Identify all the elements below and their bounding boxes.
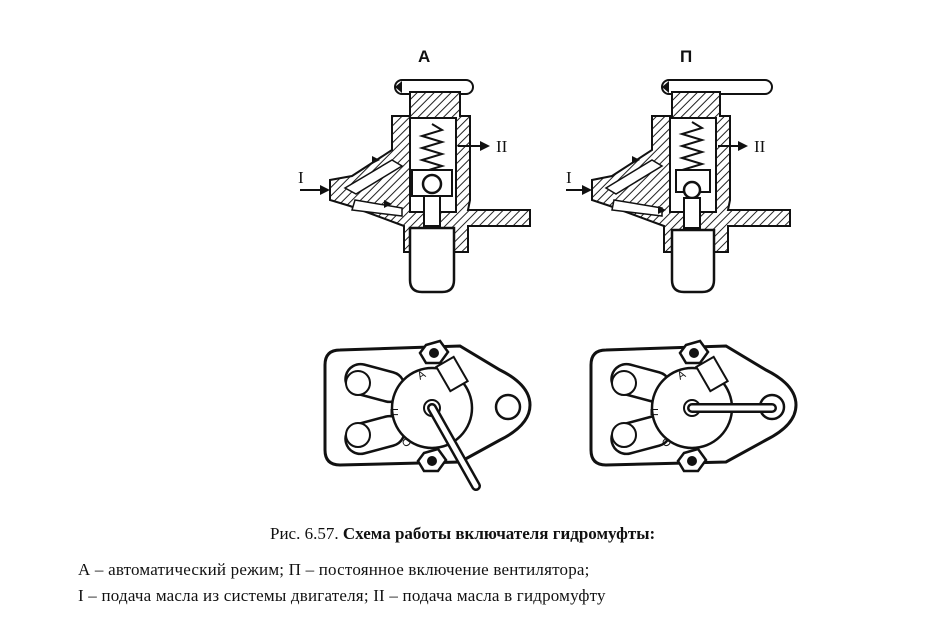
ball-valve-icon-p — [682, 180, 702, 200]
valve-plug — [408, 226, 456, 294]
dial-mark-p: П — [389, 408, 401, 416]
legend-line-1: А – автоматический режим; П – постоянное… — [78, 560, 590, 579]
switch-diagram: А I II П — [298, 47, 798, 491]
mount-hole-icon — [494, 393, 522, 421]
legend-line-2: I – подача масла из системы двигателя; I… — [78, 586, 606, 605]
dial-mark-p-p: П — [649, 408, 661, 416]
section-view-a: А I II — [298, 47, 531, 294]
caption-prefix: Рис. 6.57. — [270, 524, 339, 543]
caption-title: Схема работы включателя гидромуфты: — [342, 524, 656, 543]
figure-caption: Рис. 6.57. Схема работы включателя гидро… — [270, 524, 655, 544]
valve-plug-p — [670, 228, 716, 294]
inlet-label-a: I — [298, 168, 304, 187]
view-a-label: А — [418, 47, 430, 66]
outlet-label-a: II — [496, 137, 508, 156]
ball-valve-icon — [421, 173, 443, 195]
section-view-p: П I II — [566, 47, 791, 294]
lever-rod — [394, 79, 474, 95]
outlet-label-p: II — [754, 137, 766, 156]
external-view-a: А П О — [323, 339, 532, 491]
view-p-label: П — [680, 47, 692, 66]
inlet-label-p: I — [566, 168, 572, 187]
external-view-p: А П О — [589, 339, 798, 473]
